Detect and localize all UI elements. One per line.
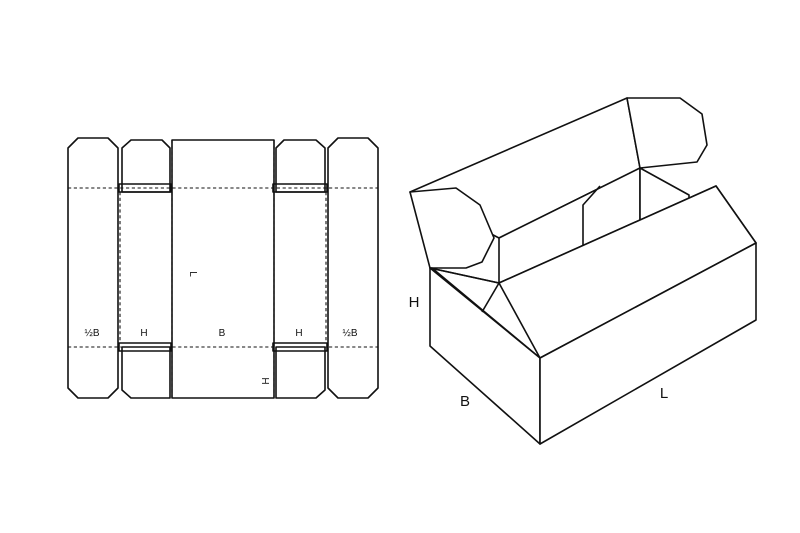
label-h-rotated: H — [259, 377, 270, 384]
box-label-b: B — [460, 393, 470, 410]
flat-slots — [118, 183, 328, 352]
center-panel — [171, 139, 275, 399]
box-right-end-flap — [626, 97, 708, 169]
box-front-face — [539, 242, 757, 445]
box-end-slope-edge — [481, 282, 500, 313]
label-l-rotated: L — [187, 271, 198, 277]
label-h-right: H — [295, 328, 302, 339]
label-b-center: B — [219, 328, 226, 339]
label-half-b-left: ½B — [84, 328, 99, 339]
box-label-h: H — [409, 294, 420, 311]
slot-top-left — [118, 183, 172, 193]
left-bottom-flap — [121, 346, 171, 399]
flat-cut-lines — [67, 137, 379, 399]
label-h-left: H — [140, 328, 147, 339]
flat-labels: ½B H B H ½B H L — [84, 271, 357, 384]
right-bottom-flap — [275, 346, 326, 399]
box-view: H B L — [409, 97, 757, 445]
flat-layout: ½B H B H ½B H L — [67, 137, 379, 399]
flat-fold-lines — [68, 140, 378, 398]
label-half-b-right: ½B — [342, 328, 357, 339]
box-inner-divider — [582, 185, 601, 248]
box-left-end-flap — [409, 187, 495, 269]
box-label-l: L — [660, 385, 668, 402]
left-end-panel — [67, 137, 119, 399]
right-end-panel — [327, 137, 379, 399]
box-end-top-edge — [429, 267, 500, 284]
slot-bottom-left — [118, 342, 172, 352]
